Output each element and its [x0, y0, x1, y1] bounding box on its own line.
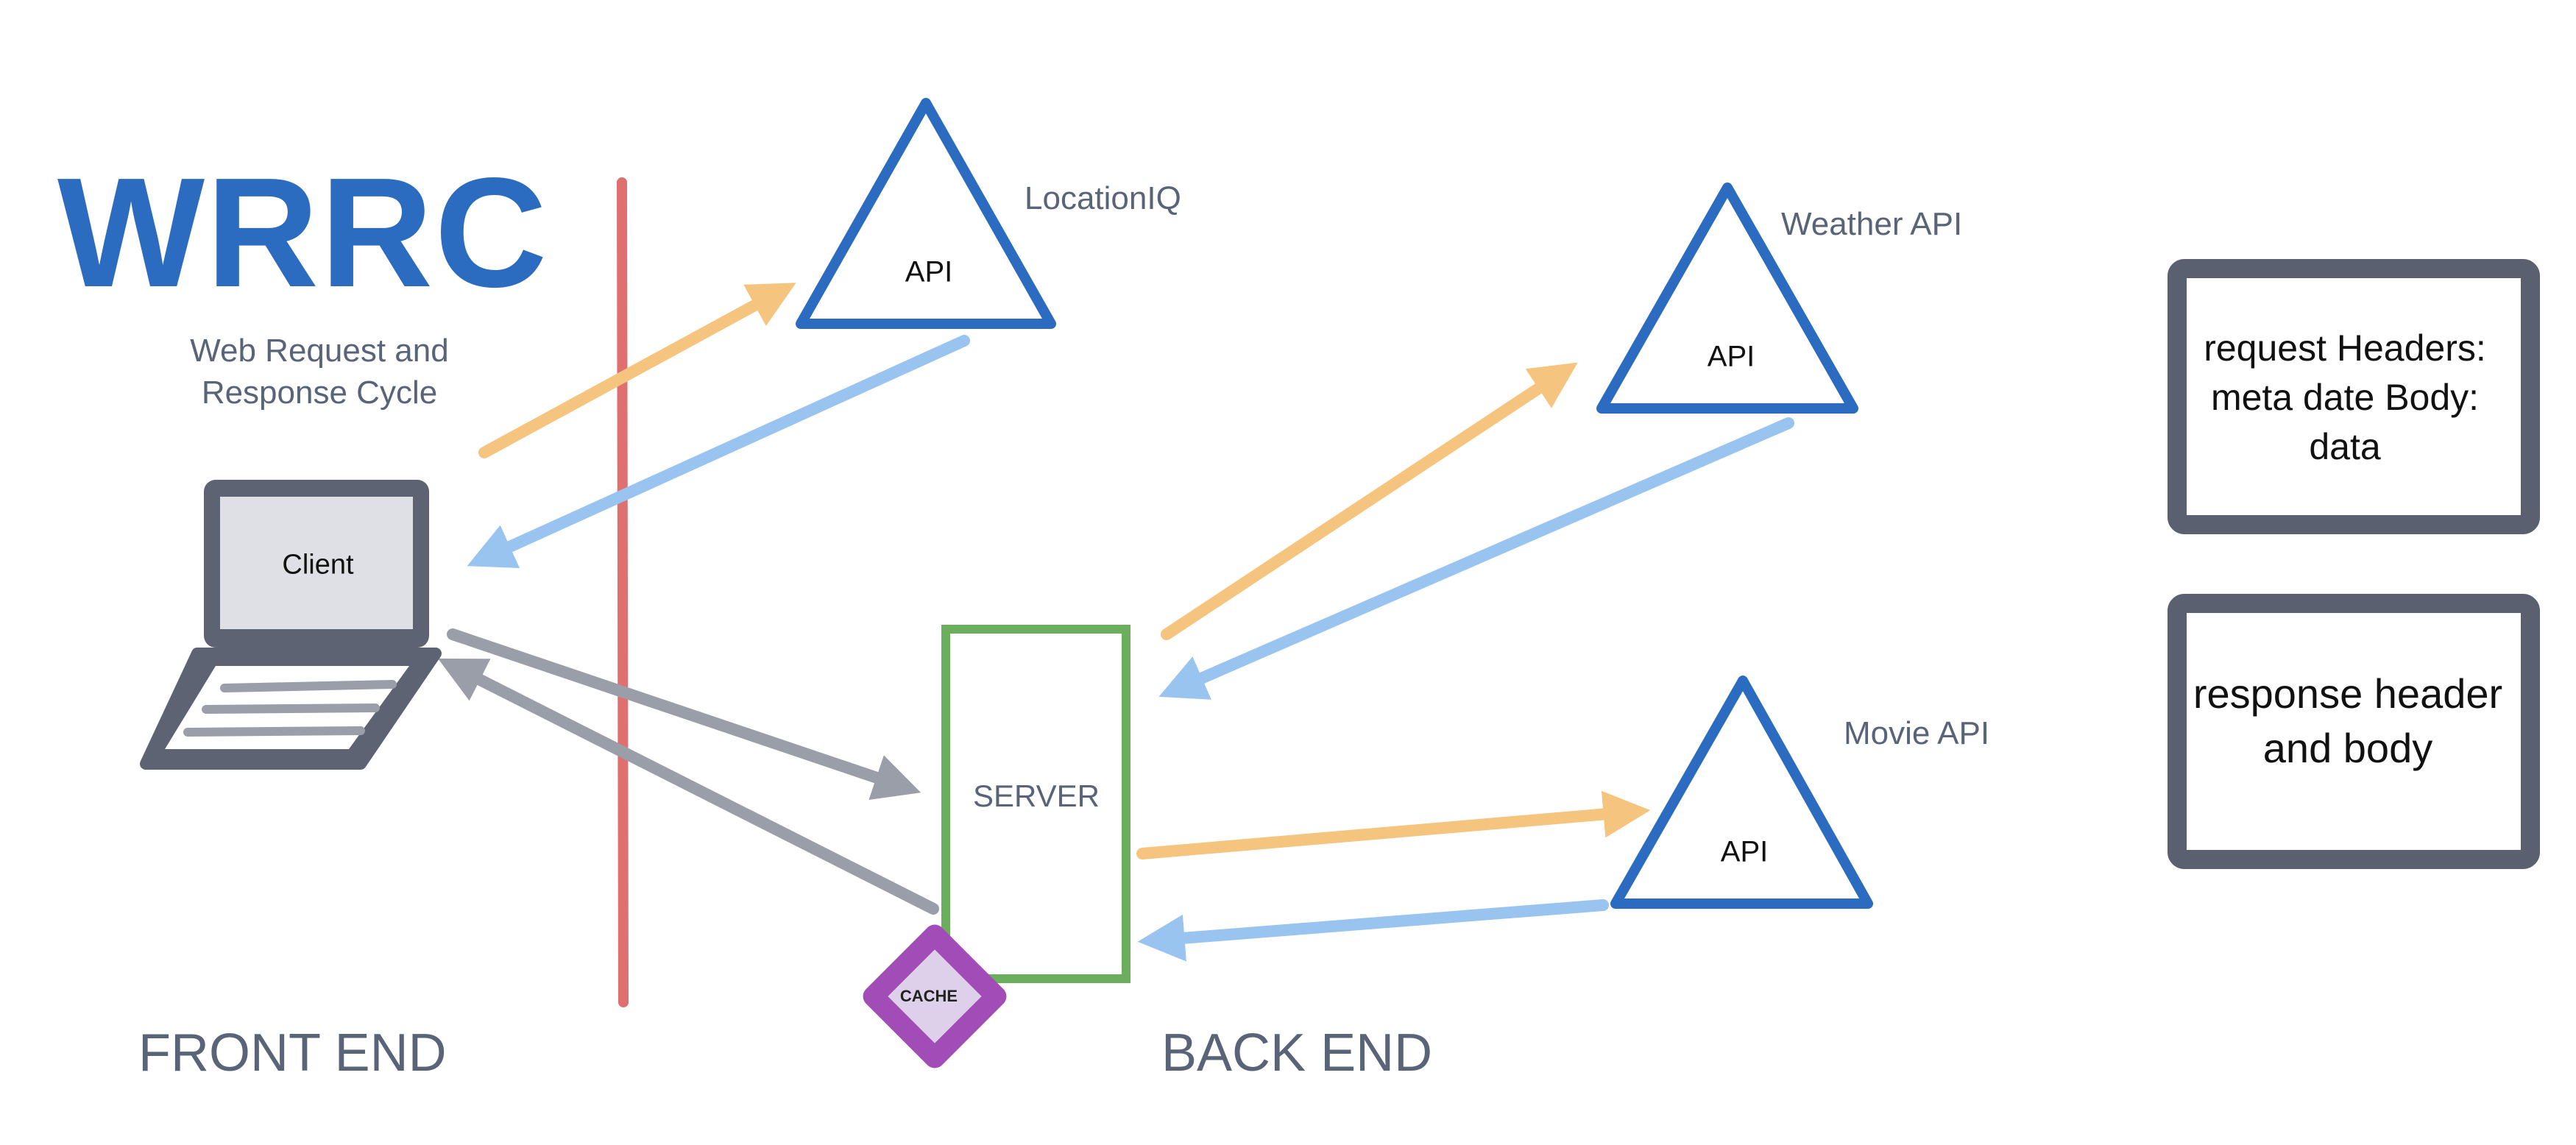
page-title: WRRC	[57, 145, 549, 319]
request-arrow-movie-api	[1136, 790, 1651, 859]
server-box	[941, 625, 1130, 983]
server-label: SERVER	[973, 779, 1100, 813]
response-arrow-locationiq	[467, 335, 970, 568]
cache-label: CACHE	[899, 987, 958, 1005]
api-name-movie: Movie API	[1844, 715, 1990, 751]
request-box	[2168, 259, 2540, 534]
client-label: Client	[282, 549, 354, 581]
request-box-text: request Headers: meta date Body: data	[2204, 327, 2486, 467]
api-name-locationiq: LocationIQ	[1025, 180, 1181, 216]
response-arrow-weather-api	[1158, 417, 1794, 700]
front-end-label: FRONT END	[138, 1024, 447, 1082]
api-triangle-weather	[1596, 182, 1858, 414]
response-box-text: response header and body	[2193, 670, 2503, 771]
back-end-label: BACK END	[1161, 1024, 1433, 1082]
api-triangle-movie	[1610, 676, 1873, 909]
frontend-backend-divider	[617, 177, 629, 1007]
laptop-icon	[140, 480, 442, 770]
api-name-weather: Weather API	[1781, 206, 1963, 242]
request-arrow-weather-api	[1161, 362, 1578, 640]
api-label-weather: API	[1707, 340, 1755, 373]
api-label-movie: API	[1720, 835, 1769, 868]
response-arrow-movie-api	[1137, 899, 1609, 962]
response-arrow-server-to-client	[438, 658, 939, 915]
response-box	[2168, 594, 2540, 869]
api-triangle-locationiq	[796, 98, 1056, 329]
api-label-locationiq: API	[905, 255, 953, 288]
page-subtitle: Web Request and Response Cycle	[190, 333, 449, 411]
cache-diamond	[863, 924, 1007, 1068]
request-arrow-locationiq	[478, 283, 796, 458]
request-arrow-client-to-server	[447, 628, 921, 800]
